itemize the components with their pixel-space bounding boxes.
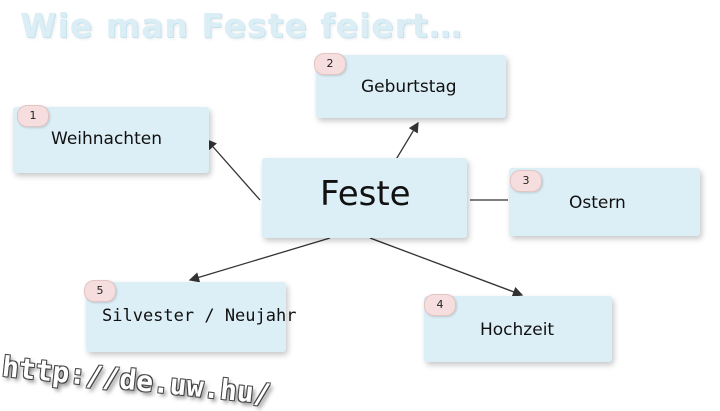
node-geburtstag: Geburtstag: [316, 55, 506, 118]
node-label: Geburtstag: [361, 77, 457, 97]
node-label: Ostern: [569, 193, 626, 213]
center-label: Feste: [320, 174, 411, 214]
node-silvester-neujahr: Silvester / Neujahr: [86, 282, 296, 352]
arrow-to-silvester: [188, 237, 331, 283]
node-hochzeit: Hochzeit: [424, 296, 612, 362]
node-number-badge: 1: [17, 105, 49, 127]
node-label: Hochzeit: [480, 320, 555, 340]
node-number-badge: 3: [510, 170, 542, 192]
node-number-badge: 5: [84, 280, 116, 302]
node-label: Weihnachten: [51, 129, 162, 149]
node-number-badge: 4: [424, 294, 456, 316]
node-label: Silvester / Neujahr: [102, 306, 297, 326]
arrow-to-weihnachten: [206, 139, 261, 201]
center-node-feste: Feste: [262, 158, 467, 238]
arrow-to-hochzeit: [369, 237, 524, 297]
page-title: Wie man Feste feiert…: [20, 6, 463, 45]
node-number-badge: 2: [314, 53, 346, 75]
